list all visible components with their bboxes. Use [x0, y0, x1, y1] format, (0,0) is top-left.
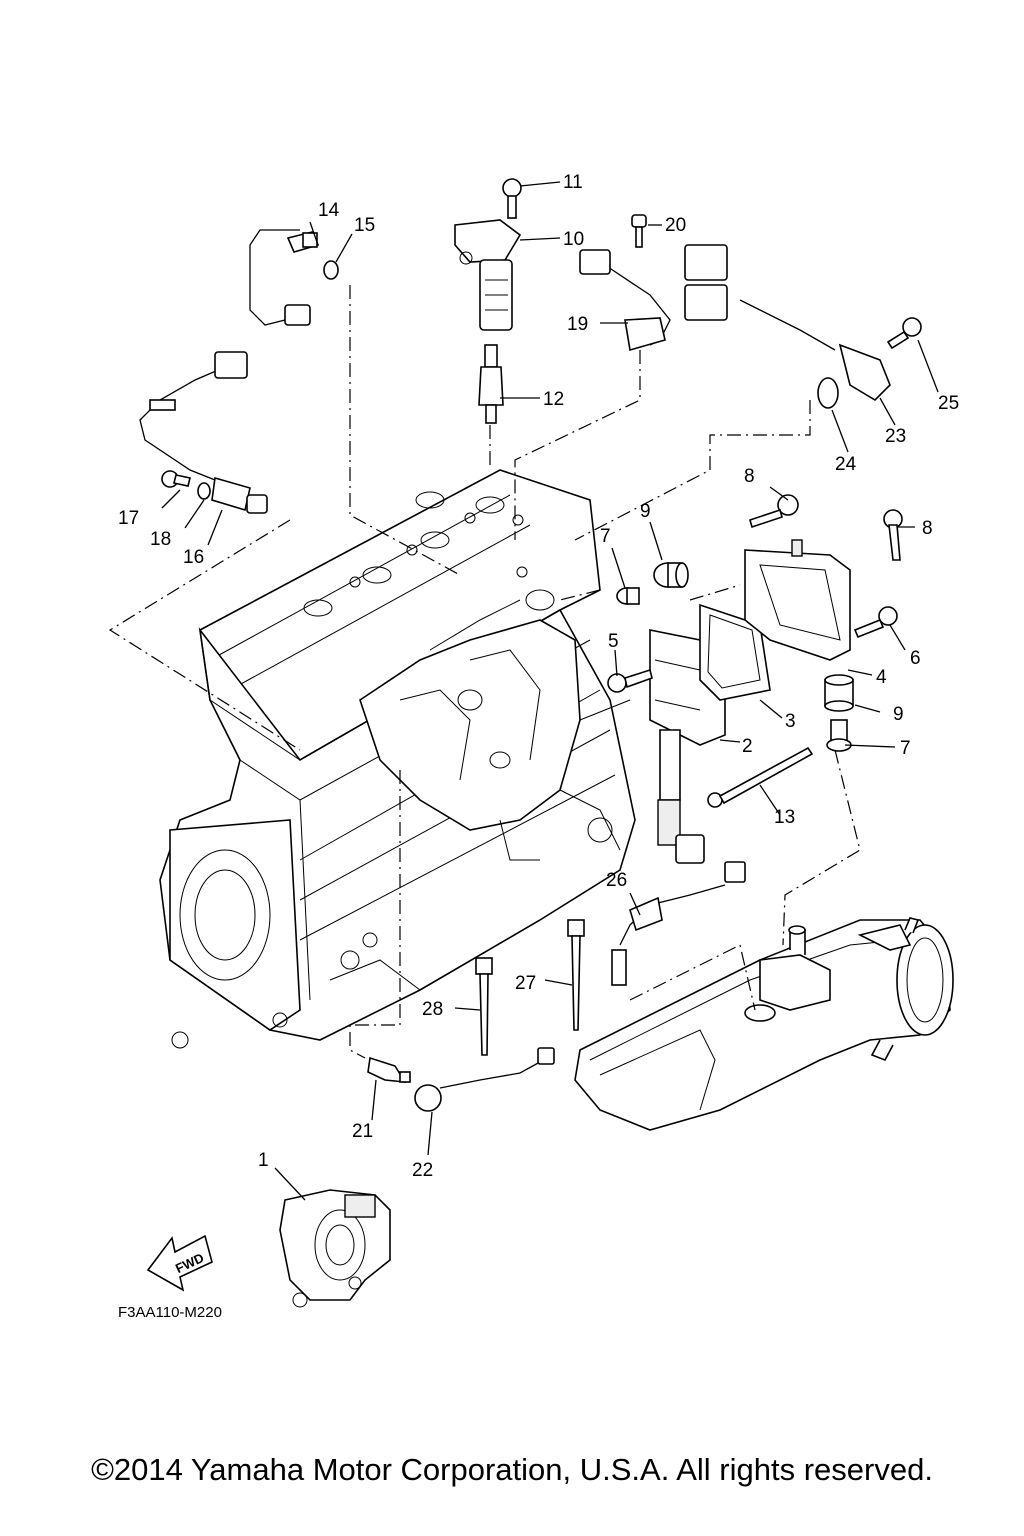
callout-7a: 7	[600, 526, 611, 547]
part-25-bolt	[886, 317, 922, 350]
part-22-knock-sensor	[414, 1047, 555, 1112]
callout-21: 21	[352, 1121, 373, 1142]
callout-13: 13	[774, 807, 795, 828]
callout-28: 28	[422, 999, 443, 1020]
callout-19: 19	[567, 314, 588, 335]
part-16-sensor	[139, 351, 268, 514]
part-18-washer	[197, 482, 211, 500]
callout-3: 3	[785, 711, 796, 732]
engine-block	[159, 469, 636, 1049]
part-19-sensor	[579, 249, 671, 352]
callout-7b: 7	[900, 738, 911, 759]
callout-labels: 1 2 3 4 5 6 7 7 8 8 9 9 10 11 12 13 14 1…	[118, 172, 959, 1181]
part-11-bolt	[502, 178, 522, 219]
callout-16: 16	[183, 547, 204, 568]
callout-24: 24	[835, 454, 857, 475]
callout-17: 17	[118, 508, 139, 529]
part-23-sensor	[684, 244, 891, 402]
callout-5: 5	[608, 631, 619, 652]
part-17-bolt	[161, 470, 191, 488]
reference-code: F3AA110-M220	[118, 1304, 222, 1321]
part-4-bracket	[744, 539, 851, 661]
part-12-spark-plug	[478, 344, 504, 424]
callout-9a: 9	[640, 501, 651, 522]
callout-12: 12	[543, 389, 564, 410]
part-24-o-ring	[817, 377, 839, 409]
leader-lines	[108, 181, 939, 1201]
callout-18: 18	[150, 529, 171, 550]
part-13-long-bolt	[707, 746, 814, 808]
callout-8b: 8	[922, 518, 933, 539]
part-28-cable-tie	[475, 957, 493, 1056]
part-9-grommet-a	[653, 562, 689, 588]
part-27-cable-tie	[567, 919, 585, 1031]
fwd-arrow-icon: FWD	[146, 1234, 213, 1292]
callout-1: 1	[258, 1150, 269, 1171]
part-8-bolt-a	[749, 494, 799, 529]
exhaust-pipe	[574, 917, 954, 1131]
part-9-grommet-b	[824, 674, 854, 712]
callout-15: 15	[354, 215, 375, 236]
part-8-bolt-b	[883, 509, 903, 561]
part-5-bolt	[607, 668, 653, 693]
callout-11: 11	[563, 172, 583, 193]
callout-22: 22	[412, 1160, 433, 1181]
callout-4: 4	[876, 667, 887, 688]
callout-9b: 9	[893, 704, 904, 725]
part-15-washer	[323, 260, 339, 280]
part-7-collar-b	[826, 719, 852, 752]
callout-26: 26	[606, 870, 627, 891]
callout-2: 2	[742, 736, 753, 757]
part-7-collar-a	[616, 587, 640, 605]
callout-23: 23	[885, 426, 906, 447]
part-10-ignition-coil	[454, 219, 522, 331]
part-20-screw	[631, 214, 647, 248]
copyright-notice: ©2014 Yamaha Motor Corporation, U.S.A. A…	[91, 1452, 933, 1487]
callout-25: 25	[938, 393, 959, 414]
part-1-throttle-body	[279, 1189, 391, 1308]
callout-27: 27	[515, 973, 536, 994]
callout-6: 6	[910, 648, 921, 669]
part-21-sensor	[367, 1056, 411, 1083]
part-6-bolt	[853, 606, 898, 639]
callout-8a: 8	[744, 466, 755, 487]
callout-20: 20	[665, 215, 686, 236]
part-26-sensor	[611, 861, 746, 986]
callout-10: 10	[563, 229, 584, 250]
part-14-sensor	[249, 229, 320, 326]
callout-14: 14	[318, 200, 340, 221]
